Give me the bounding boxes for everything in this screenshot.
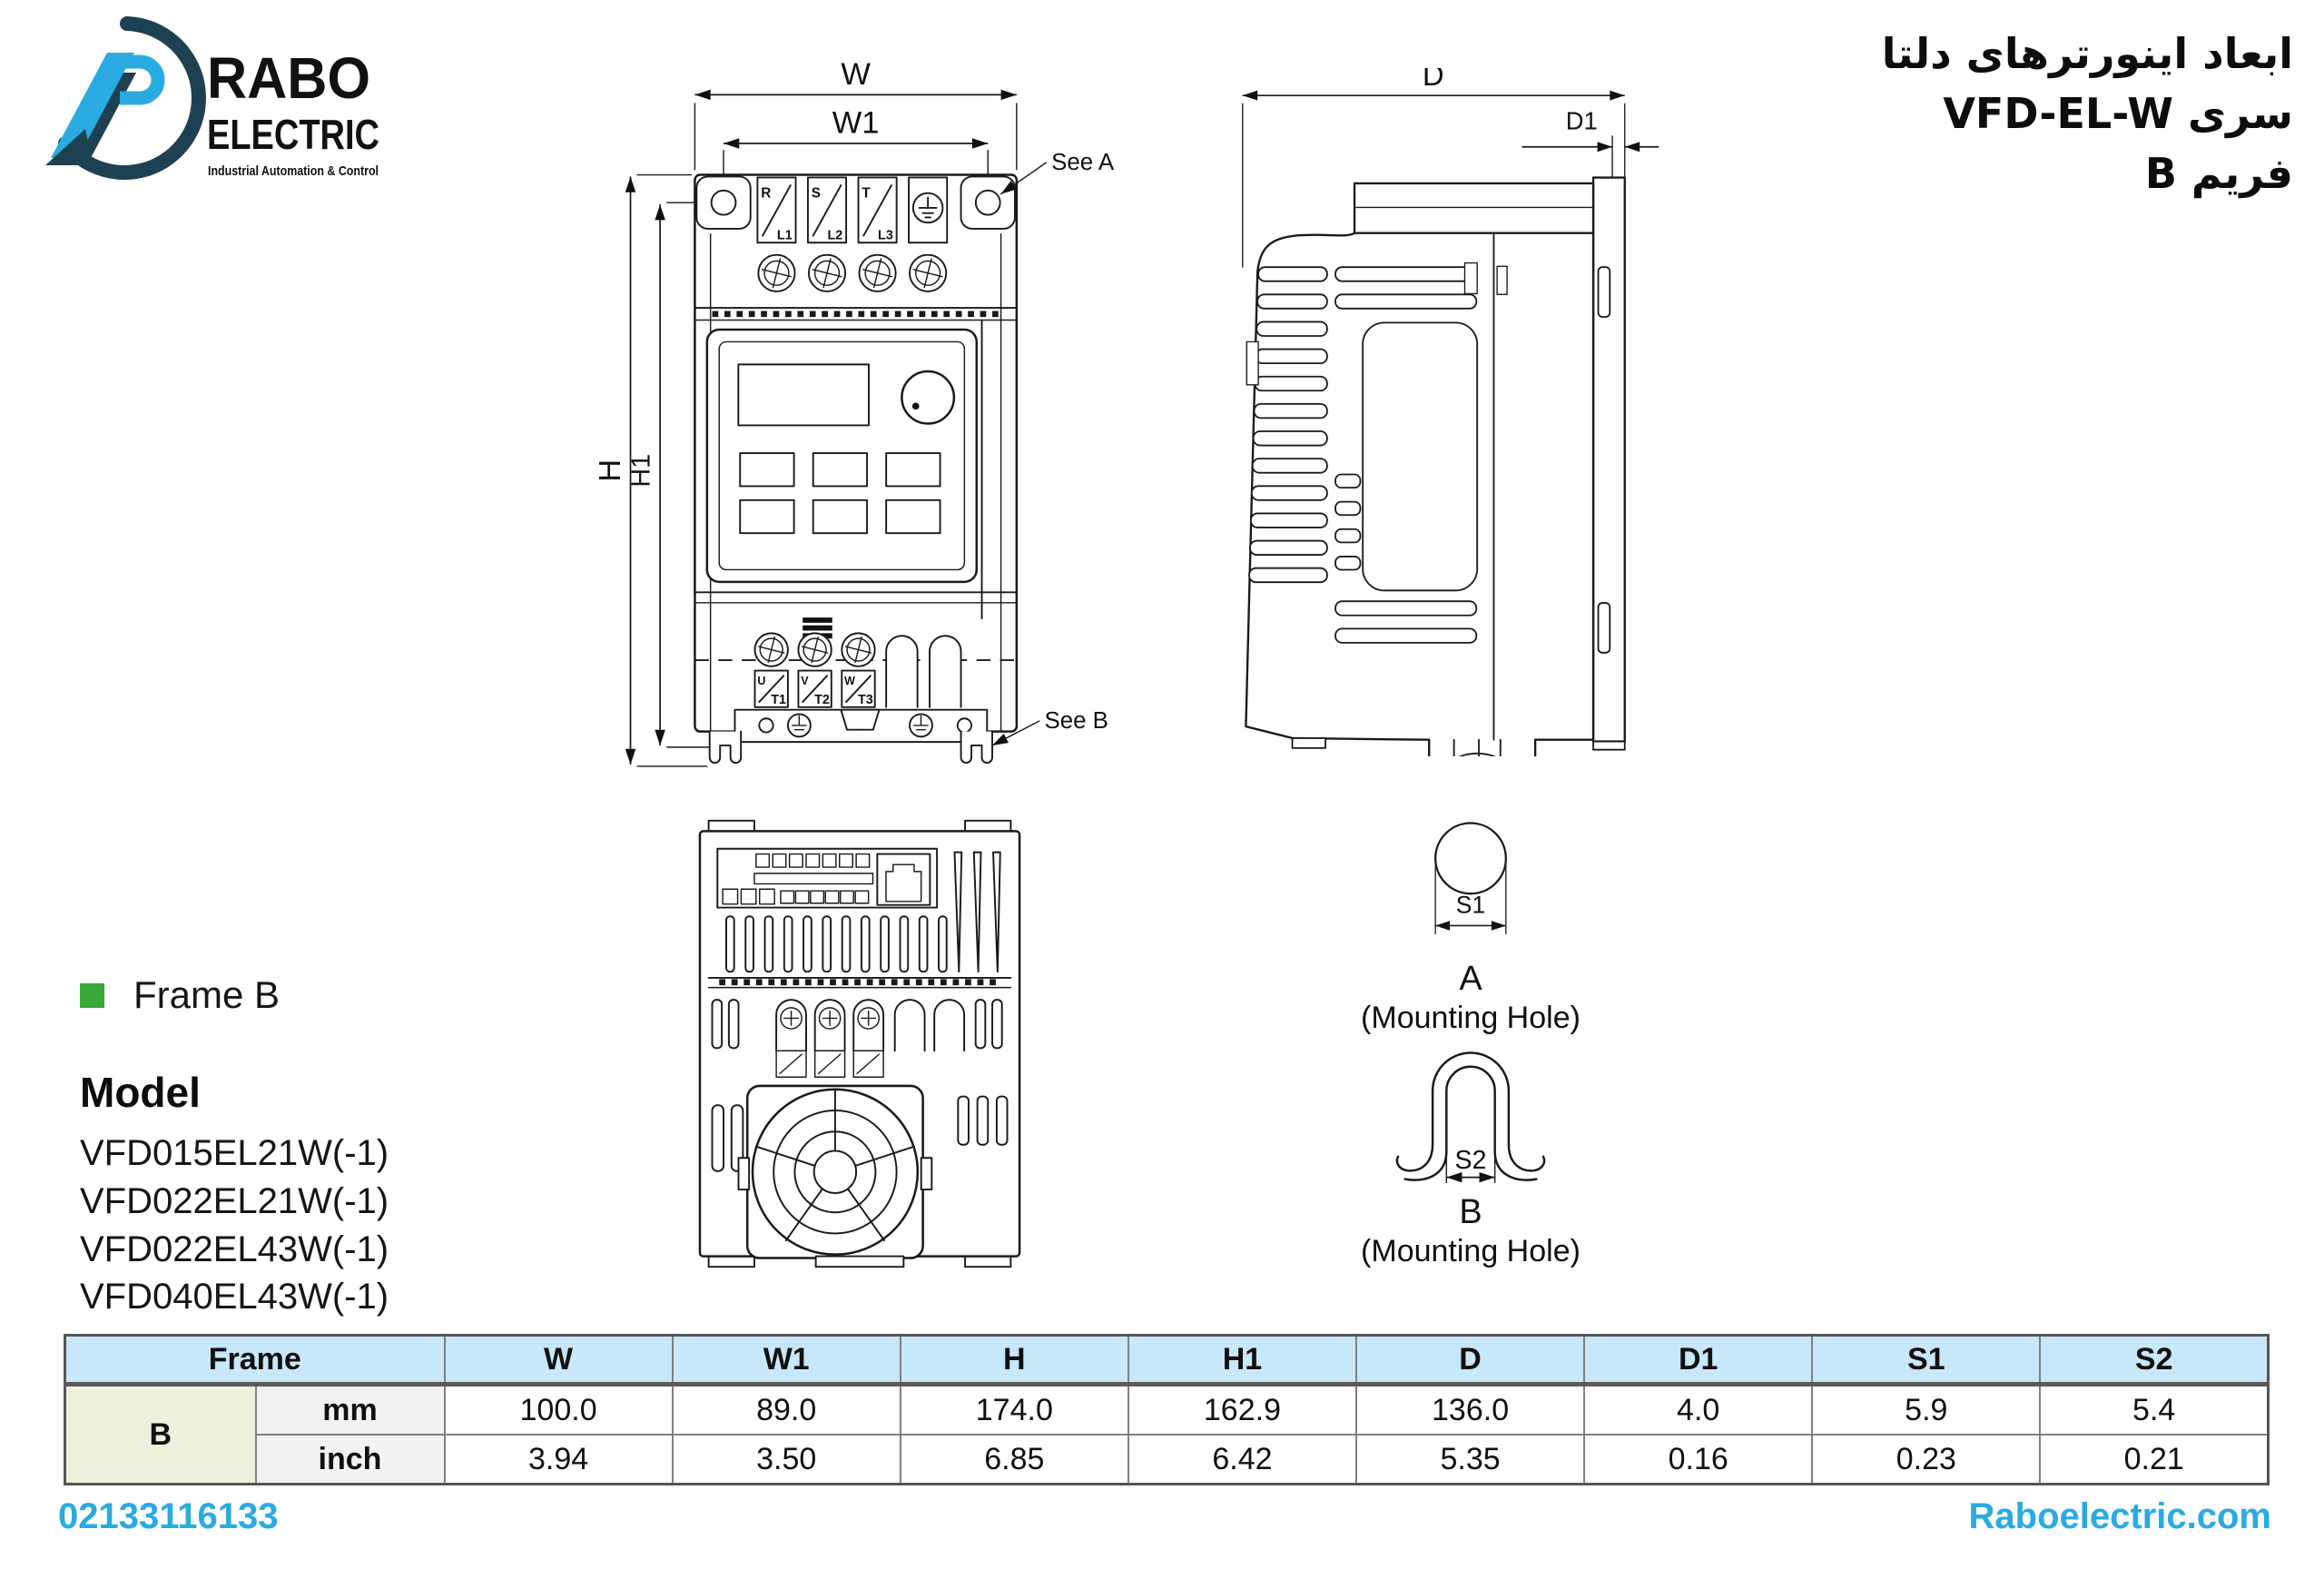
col-header-s1: S1 xyxy=(1811,1334,2042,1386)
value-cell: 0.21 xyxy=(2039,1434,2270,1485)
control-terminal-module xyxy=(716,847,939,909)
svg-text:S: S xyxy=(812,185,821,201)
svg-text:U: U xyxy=(757,675,765,687)
mounting-hole-a-drawing: S1 xyxy=(1434,822,1507,934)
value-cell: 0.16 xyxy=(1583,1434,1814,1485)
col-header-w: W xyxy=(443,1334,674,1386)
keypad-display xyxy=(737,363,870,427)
value-cell: 136.0 xyxy=(1354,1383,1586,1436)
power-terminal-arches xyxy=(775,999,966,1078)
mounting-b-sublabel: (Mounting Hole) xyxy=(1361,1234,1581,1268)
unit-cell-inch: inch xyxy=(254,1434,446,1485)
frame-b-cell: B xyxy=(64,1383,257,1485)
title-line-1: ابعاد اینورترهای دلتا xyxy=(1881,29,2293,78)
keypad-knob xyxy=(901,370,956,425)
see-a-label: See A xyxy=(1051,150,1115,175)
model-list: Model VFD015EL21W(-1) VFD022EL21W(-1) VF… xyxy=(80,1068,389,1321)
svg-text:T2: T2 xyxy=(814,693,830,707)
see-b-label: See B xyxy=(1045,708,1108,734)
side-din-latch xyxy=(1291,736,1502,756)
front-bottom-rail xyxy=(708,708,993,765)
svg-text:V: V xyxy=(801,675,809,687)
title-line-3: فریم B xyxy=(2144,149,2293,199)
value-cell: 0.23 xyxy=(1811,1434,2042,1485)
value-cell: 6.85 xyxy=(899,1434,1129,1485)
dim-label-w: W xyxy=(841,62,871,92)
rabo-electric-logo: RABO ELECTRIC Industrial Automation & Co… xyxy=(45,16,379,180)
value-cell: 162.9 xyxy=(1127,1383,1358,1436)
svg-text:L2: L2 xyxy=(827,228,842,242)
mounting-b-letter: B xyxy=(1459,1193,1482,1231)
mounting-a-sublabel: (Mounting Hole) xyxy=(1361,1001,1581,1035)
dimension-table: Frame W W1 H H1 D D1 S1 S2 B mm 100.0 89… xyxy=(64,1334,2270,1485)
col-header-frame: Frame xyxy=(64,1334,446,1386)
dim-label-d1: D1 xyxy=(1566,107,1598,135)
col-header-h1: H1 xyxy=(1127,1334,1358,1386)
value-cell: 3.50 xyxy=(671,1434,901,1485)
value-cell: 3.94 xyxy=(443,1434,674,1485)
col-header-d: D xyxy=(1354,1334,1586,1386)
mounting-hole-a-figure: S1 A (Mounting Hole) xyxy=(1339,820,1602,1036)
model-heading: Model xyxy=(80,1069,201,1116)
dim-label-h1: H1 xyxy=(627,454,656,488)
value-cell: 5.4 xyxy=(2039,1383,2270,1436)
dim-label-d: D xyxy=(1423,68,1444,92)
model-item: VFD022EL21W(-1) xyxy=(80,1180,389,1221)
table-row-inch: inch 3.94 3.50 6.85 6.42 5.35 0.16 0.23 … xyxy=(65,1434,2270,1485)
svg-text:T1: T1 xyxy=(771,693,786,707)
value-cell: 4.0 xyxy=(1583,1383,1814,1436)
col-header-w1: W1 xyxy=(671,1334,901,1386)
svg-text:W: W xyxy=(844,675,855,687)
model-item: VFD022EL43W(-1) xyxy=(80,1229,389,1269)
front-bottom-terminals: U T1 V T2 W T3 xyxy=(753,632,962,708)
value-cell: 174.0 xyxy=(899,1383,1129,1436)
dim-label-h: H xyxy=(599,459,627,482)
col-header-d1: D1 xyxy=(1583,1334,1814,1386)
open-view-drawing xyxy=(698,819,1021,1268)
mounting-a-letter: A xyxy=(1459,960,1482,998)
mounting-hole-b-figure: S2 B (Mounting Hole) xyxy=(1339,1008,1602,1269)
value-cell: 5.35 xyxy=(1354,1434,1586,1485)
footer-website: Raboelectric.com xyxy=(1968,1496,2271,1536)
logo-tagline: Industrial Automation & Control xyxy=(208,163,379,179)
svg-text:R: R xyxy=(761,185,771,201)
ground-icon xyxy=(911,192,944,224)
model-item: VFD040EL43W(-1) xyxy=(80,1277,389,1317)
col-header-h: H xyxy=(899,1334,1129,1386)
footer-phone: 02133116133 xyxy=(58,1496,279,1536)
page-title: ابعاد اینورترهای دلتا سری VFD-EL-W فریم … xyxy=(1882,24,2293,204)
logo-brand-top: RABO xyxy=(207,45,370,111)
table-header-row: Frame W W1 H H1 D D1 S1 S2 xyxy=(64,1334,2270,1386)
green-square-bullet-icon xyxy=(80,982,104,1008)
frame-label: Frame B xyxy=(133,973,281,1016)
svg-text:T3: T3 xyxy=(858,693,873,707)
unit-cell-mm: mm xyxy=(254,1383,446,1436)
logo-brand-bottom: ELECTRIC xyxy=(207,111,379,158)
side-view-drawing: D D1 xyxy=(1242,68,1659,756)
value-cell: 89.0 xyxy=(671,1383,901,1436)
model-item: VFD015EL21W(-1) xyxy=(80,1133,389,1173)
value-cell: 100.0 xyxy=(443,1383,674,1436)
title-line-2: سری VFD-EL-W xyxy=(1943,89,2293,139)
rj45-port xyxy=(876,853,931,906)
col-header-s2: S2 xyxy=(2039,1334,2270,1386)
side-vent-slats xyxy=(1248,266,1478,644)
cooling-fan xyxy=(737,1084,933,1259)
dim-label-s2: S2 xyxy=(1455,1146,1487,1175)
front-view-drawing: W W1 H H1 See A xyxy=(599,62,1115,767)
svg-text:L1: L1 xyxy=(777,228,793,242)
value-cell: 5.9 xyxy=(1811,1383,2042,1436)
dim-label-w1: W1 xyxy=(832,106,880,141)
mid-vent-slats xyxy=(725,915,948,973)
front-top-terminals: R L1 S L2 T L3 xyxy=(756,176,949,292)
dim-label-s1: S1 xyxy=(1456,891,1485,918)
svg-text:T: T xyxy=(862,185,871,201)
front-keypad xyxy=(705,328,979,584)
svg-text:L3: L3 xyxy=(878,228,893,242)
table-row-mm: B mm 100.0 89.0 174.0 162.9 136.0 4.0 5.… xyxy=(64,1383,2270,1485)
frame-callout: Frame B xyxy=(80,973,280,1017)
value-cell: 6.42 xyxy=(1127,1434,1358,1485)
mounting-hole-b-drawing: S2 xyxy=(1395,1051,1546,1184)
logo-monogram xyxy=(45,16,206,180)
